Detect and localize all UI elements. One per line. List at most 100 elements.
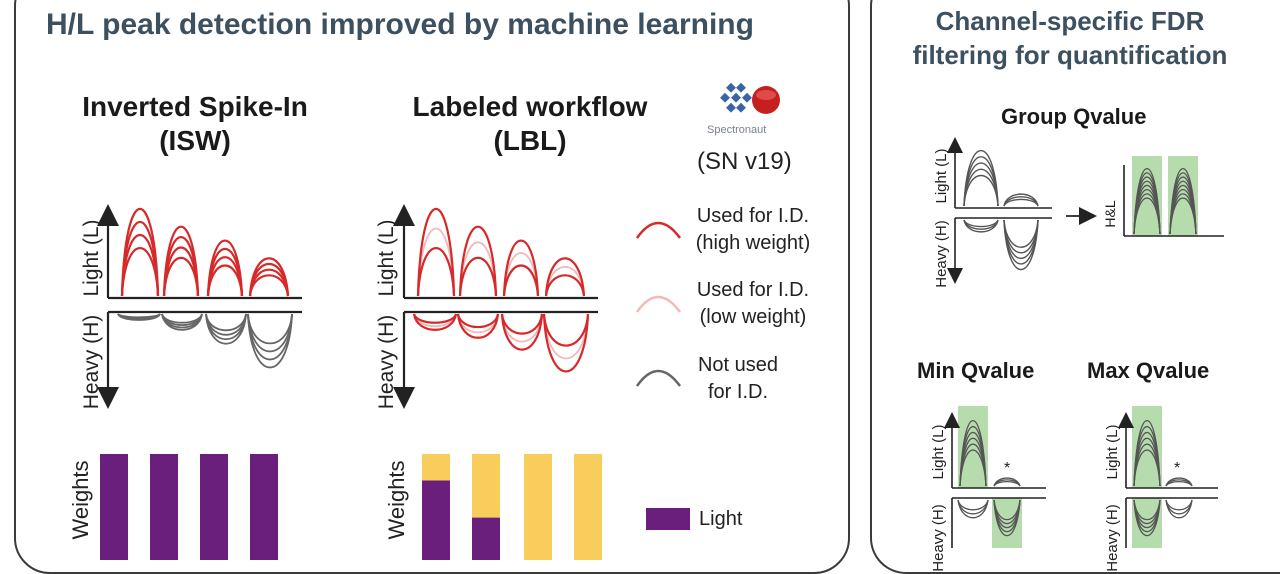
lbl-light-peak-high-1 — [416, 208, 456, 297]
group-heavy-peak-2 — [1003, 219, 1039, 270]
lbl-bars-light-segment-2 — [472, 517, 500, 560]
lbl-bars-light-segment-1 — [422, 480, 450, 560]
lbl-light-axis-label: Light (L) — [375, 219, 398, 296]
lbl-title-line1: Labeled workflow — [412, 91, 648, 122]
legend-low-weight: Used for I.D. (low weight) — [683, 277, 823, 331]
isw-bars-light-segment-4 — [250, 454, 278, 560]
hl-peak-2 — [1169, 168, 1197, 235]
legend-high-line1: Used for I.D. — [696, 205, 810, 227]
legend-not-used-line — [635, 369, 682, 387]
isw-bars-light-segment-3 — [200, 454, 228, 560]
group-qvalue-axes: Light (L) Heavy (H) — [933, 137, 1052, 288]
isw-light-peak-1 — [120, 208, 160, 297]
right-panel-title: Channel-specific FDR filtering for quant… — [880, 4, 1260, 72]
lbl-heavy-peak-low-4 — [543, 313, 589, 373]
lbl-heavy-peak-high-4 — [542, 313, 590, 347]
right-title-line1: Channel-specific FDR — [935, 6, 1205, 36]
lbl-light-peak-low-3 — [503, 264, 539, 297]
spectronaut-logo-icon — [720, 82, 780, 114]
group-hl-peaks — [1133, 168, 1197, 235]
legend-high-line2: (high weight) — [695, 232, 811, 254]
legend-high-weight-line — [635, 221, 682, 239]
max-qvalue-title: Max Qvalue — [1087, 358, 1210, 383]
lbl-light-peak-high-3 — [502, 239, 540, 297]
lbl-heavy-peak-low-2 — [457, 313, 499, 328]
lbl-heavy-axis-label: Heavy (H) — [375, 315, 398, 410]
isw-title: Inverted Spike-In (ISW) — [60, 90, 330, 158]
lbl-light-peak-low-1 — [417, 247, 455, 297]
max-heavy-peak-1 — [1133, 499, 1161, 536]
lbl-bars-heavy-segment-2 — [472, 454, 500, 518]
max-qvalue-peaks — [1133, 420, 1193, 536]
lbl-light-peak-low-2 — [459, 257, 497, 297]
group-qvalue-title: Group Qvalue — [1001, 104, 1147, 129]
lbl-light-peak-high-2 — [458, 225, 498, 297]
lbl-weights-axis-label: Weights — [384, 460, 409, 539]
lbl-light-peak-high-4 — [544, 257, 586, 297]
lbl-heavy-peak-low-4 — [543, 313, 589, 347]
isw-heavy-peak-3 — [205, 313, 247, 345]
group-light-peak-2 — [1003, 193, 1039, 207]
min-light-peak-1 — [959, 420, 987, 487]
isw-bars-light-segment-1 — [100, 454, 128, 560]
legend-low-weight-line — [635, 295, 682, 313]
lbl-title-line2: (LBL) — [493, 125, 567, 156]
legend-low-line1: Used for I.D. — [696, 279, 810, 301]
isw-title-line1: Inverted Spike-In — [82, 91, 308, 122]
lbl-heavy-peak-high-3 — [500, 313, 544, 335]
legend-light-swatch — [646, 508, 690, 530]
group-light-axis-label: Light (L) — [933, 148, 950, 203]
legend-high-weight: Used for I.D. (high weight) — [683, 203, 823, 257]
right-panel — [870, 0, 1280, 574]
isw-weight-bars — [100, 454, 278, 560]
lbl-heavy-peak-high-4 — [542, 313, 590, 373]
min-light-peak-2 — [993, 477, 1021, 487]
lbl-heavy-peak-high-1 — [412, 313, 458, 324]
legend-not-used: Not used for I.D. — [683, 352, 793, 406]
group-hl-plot: H&L — [1102, 156, 1224, 237]
group-qvalue-peaks — [963, 149, 1039, 270]
max-light-axis-label: Light (L) — [1104, 424, 1121, 479]
lbl-light-peak-high-2 — [458, 256, 498, 297]
lbl-bars-heavy-segment-4 — [574, 454, 602, 560]
right-title-line2: filtering for quantification — [912, 40, 1228, 70]
isw-peaks — [117, 208, 293, 369]
legend-light-label: Light — [699, 508, 743, 530]
isw-bars-light-segment-2 — [150, 454, 178, 560]
lbl-heavy-peak-low-3 — [501, 313, 543, 335]
isw-heavy-peak-4 — [247, 313, 293, 369]
diagram-canvas: Light (L) Heavy (H) Light (L) Heavy (H) … — [68, 82, 1224, 572]
min-light-axis-label: Light (L) — [930, 424, 947, 479]
lbl-peaks — [412, 208, 590, 373]
group-light-peak-1 — [963, 149, 999, 207]
min-heavy-axis-label: Heavy (H) — [930, 504, 947, 572]
lbl-bars-heavy-segment-1 — [422, 454, 450, 481]
lbl-heavy-peak-high-3 — [500, 313, 544, 351]
isw-heavy-peak-1 — [117, 313, 161, 321]
group-hl-axis-label: H&L — [1102, 200, 1118, 227]
isw-heavy-peak-2 — [161, 313, 203, 331]
group-heavy-axis-label: Heavy (H) — [933, 220, 950, 288]
lbl-light-peak-low-4 — [545, 274, 585, 297]
lbl-heavy-peak-high-2 — [456, 313, 500, 329]
lbl-light-peak-high-4 — [544, 274, 586, 297]
lbl-heavy-peak-low-1 — [413, 313, 457, 324]
isw-light-axis-label: Light (L) — [80, 219, 103, 296]
max-asterisk: * — [1174, 460, 1180, 477]
spectronaut-logo-text: Spectronaut — [707, 124, 767, 136]
lbl-light-peak-high-1 — [416, 247, 456, 297]
left-panel-title: H/L peak detection improved by machine l… — [46, 8, 754, 41]
isw-light-peak-3 — [206, 239, 244, 297]
isw-axes: Light (L) Heavy (H) — [80, 204, 302, 409]
max-heavy-axis-label: Heavy (H) — [1104, 504, 1121, 572]
software-version: (SN v19) — [697, 148, 792, 175]
lbl-heavy-peak-high-1 — [412, 313, 458, 331]
lbl-title: Labeled workflow (LBL) — [395, 90, 665, 158]
max-light-peak-2 — [1165, 477, 1193, 487]
min-heavy-peak-1 — [957, 499, 989, 511]
max-heavy-peak-2 — [1165, 499, 1193, 519]
isw-title-line2: (ISW) — [159, 125, 231, 156]
lbl-heavy-peak-high-2 — [456, 313, 500, 339]
group-heavy-peak-1 — [963, 219, 999, 233]
lbl-axes: Light (L) Heavy (H) — [375, 204, 598, 410]
